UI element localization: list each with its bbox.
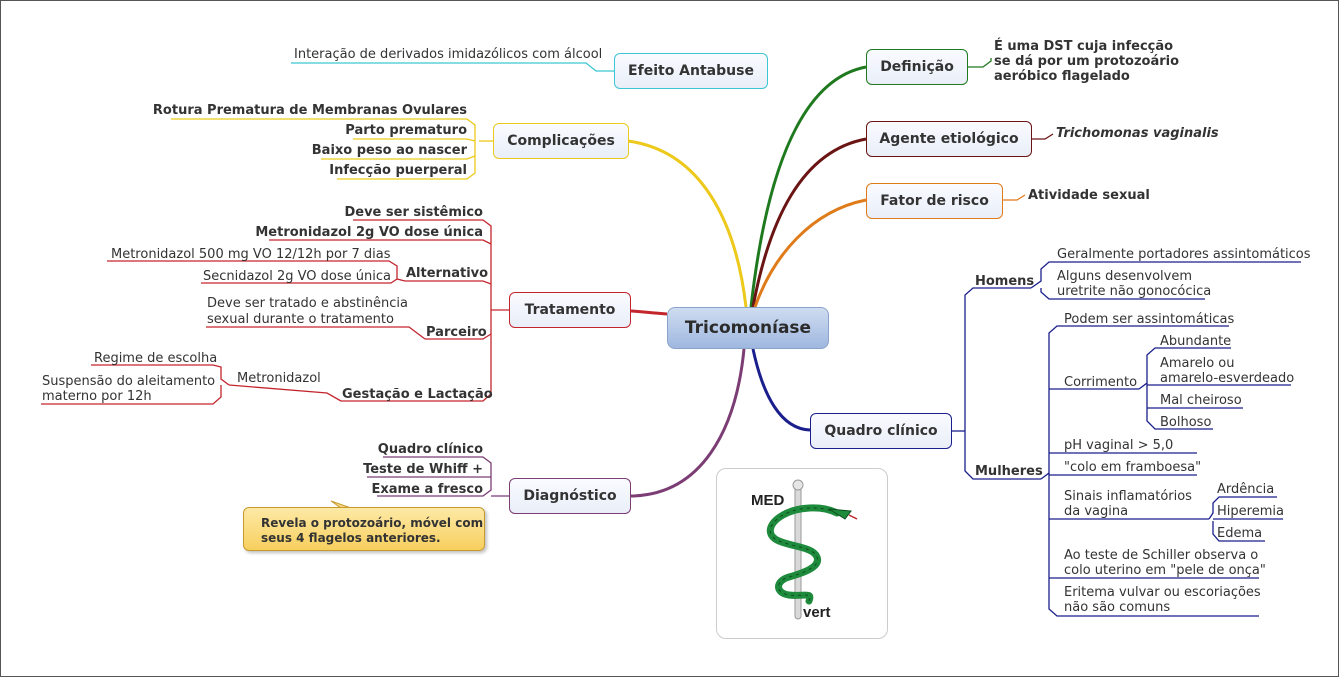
complicacao-item: Baixo peso ao nascer (311, 143, 467, 158)
sinais-label-line: da vagina (1064, 504, 1129, 519)
mulheres-item: "colo em framboesa" (1064, 460, 1202, 475)
fator-de-risco-node[interactable]: Fator de risco (866, 183, 1003, 219)
callout-note: Revela o protozoário, móvel com seus 4 f… (243, 507, 485, 551)
parceiro-note-line: sexual durante o tratamento (207, 312, 394, 327)
tratamento-item: Deve ser sistêmico (344, 205, 483, 220)
gestacao-option: Suspensão do aleitamento (42, 374, 216, 389)
gestacao-option: materno por 12h (42, 389, 152, 404)
definicao-node[interactable]: Definição (866, 49, 968, 85)
tratamento-item: Metronidazol 2g VO dose única (255, 225, 483, 240)
homens-item: Alguns desenvolvem (1057, 269, 1193, 284)
sinais-item: Hiperemia (1217, 504, 1284, 519)
tratamento-node[interactable]: Tratamento (509, 292, 631, 328)
corrimento-item: amarelo-esverdeado (1160, 371, 1295, 386)
corrimento-item: Amarelo ou (1160, 356, 1235, 371)
parceiro-note-line: Deve ser tratado e abstinência (207, 296, 408, 311)
complicacao-item: Rotura Prematura de Membranas Ovulares (152, 103, 467, 118)
corrimento-item: Abundante (1160, 334, 1232, 349)
corrimento-item: Mal cheiroso (1160, 393, 1242, 408)
callout-line: seus 4 flagelos anteriores. (261, 531, 441, 545)
complicacao-item: Infecção puerperal (329, 163, 467, 178)
mulheres-label: Mulheres (975, 464, 1043, 479)
agente-text: Trichomonas vaginalis (1056, 126, 1219, 141)
corrimento-item: Bolhoso (1160, 415, 1212, 430)
homens-label: Homens (975, 274, 1035, 289)
sinais-label-line: Sinais inflamatórios (1064, 489, 1192, 504)
schiller-line: Ao teste de Schiller observa o (1064, 548, 1259, 563)
callout-line: Revela o protozoário, móvel com (261, 516, 484, 530)
alternativo-option: Metronidazol 500 mg VO 12/12h por 7 dias (111, 247, 391, 262)
logo-text-bottom: vert (803, 604, 831, 621)
quadro-clinico-node[interactable]: Quadro clínico (810, 413, 952, 449)
homens-item: uretrite não gonocócica (1057, 284, 1212, 299)
logo-text-top: MED (751, 492, 785, 509)
parceiro-label: Parceiro (426, 325, 487, 340)
complicacoes-node[interactable]: Complicações (493, 123, 629, 159)
central-topic[interactable]: Tricomoníase (667, 307, 829, 349)
definicao-text-line: É uma DST cuja infecção (994, 39, 1174, 54)
corrimento-label: Corrimento (1064, 375, 1138, 390)
alternativo-label: Alternativo (406, 266, 489, 281)
link-complicacoes (627, 139, 748, 308)
caduceus-icon: MED vert (751, 479, 858, 621)
gestacao-label: Gestação e Lactação (342, 387, 493, 402)
mulheres-item: Podem ser assintomáticas (1064, 312, 1235, 327)
diagnostico-item: Quadro clínico (377, 442, 483, 457)
link-tratamento (630, 309, 668, 316)
diagnostico-item: Exame a fresco (371, 482, 483, 497)
link-definicao (749, 65, 867, 308)
eritema-line: Eritema vulvar ou escoriações (1064, 585, 1261, 600)
eritema-line: não são comuns (1064, 600, 1171, 615)
gestacao-option: Regime de escolha (94, 351, 218, 366)
efeito-antabuse-node[interactable]: Efeito Antabuse (614, 53, 768, 89)
definicao-text-line: se dá por um protozoário (994, 54, 1180, 69)
alternativo-option: Secnidazol 2g VO dose única (203, 269, 391, 284)
link-diagnostico (630, 348, 746, 498)
medvert-logo: MED vert (716, 468, 888, 639)
link-quadro (751, 348, 811, 432)
sinais-item: Edema (1217, 526, 1263, 541)
homens-item: Geralmente portadores assintomáticos (1057, 247, 1311, 262)
agente-etiologico-node[interactable]: Agente etiológico (866, 121, 1032, 157)
link-agente (751, 137, 867, 308)
efeito-note: Interação de derivados imidazólicos com … (294, 47, 603, 62)
diagnostico-item: Teste de Whiff + (363, 462, 483, 477)
definicao-text-line: aeróbico flagelado (994, 69, 1130, 84)
fator-text: Atividade sexual (1028, 188, 1150, 203)
link-fator (753, 198, 867, 308)
schiller-line: colo uterino em "pele de onça" (1064, 563, 1266, 578)
complicacao-item: Parto prematuro (345, 123, 467, 138)
gestacao-drug: Metronidazol (237, 371, 321, 386)
diagnostico-node[interactable]: Diagnóstico (509, 478, 631, 514)
mulheres-item: pH vaginal > 5,0 (1064, 438, 1174, 453)
sinais-item: Ardência (1217, 482, 1275, 497)
